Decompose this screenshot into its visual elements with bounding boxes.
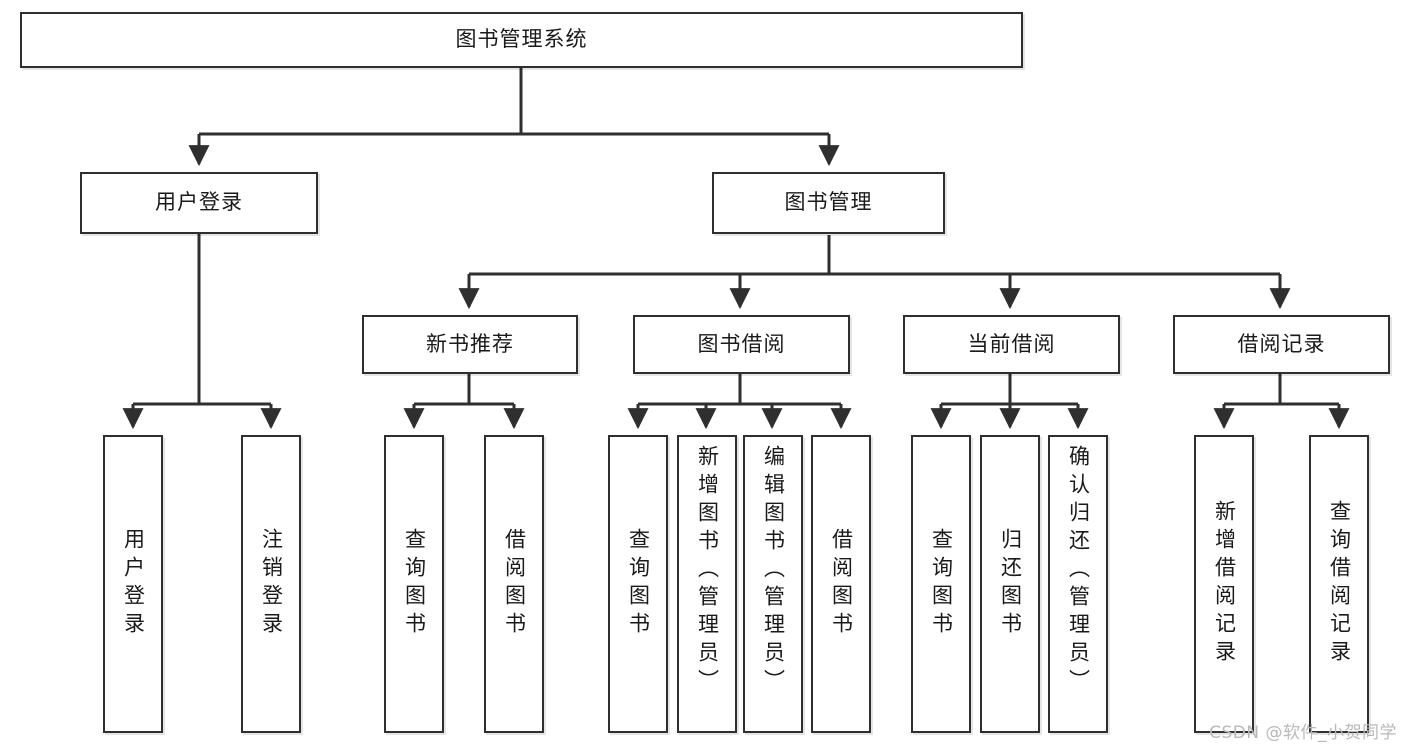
node-label: 图书借阅 — [697, 331, 786, 356]
leaf-query-book-recommend[interactable]: 查询图书 — [384, 435, 444, 733]
leaf-query-borrow-record[interactable]: 查询借阅记录 — [1309, 435, 1369, 733]
leaf-borrow-book-recommend[interactable]: 借阅图书 — [484, 435, 544, 733]
node-label: 查询图书 — [626, 528, 651, 640]
leaf-borrow-book-borrow[interactable]: 借阅图书 — [811, 435, 871, 733]
node-label: 编辑图书（管理员） — [761, 445, 786, 697]
node-book-borrow[interactable]: 图书借阅 — [633, 315, 850, 374]
leaf-confirm-return-admin[interactable]: 确认归还（管理员） — [1048, 435, 1108, 733]
leaf-user-login[interactable]: 用户登录 — [103, 435, 163, 733]
leaf-user-logout[interactable]: 注销登录 — [241, 435, 301, 733]
node-label: 新书推荐 — [426, 331, 514, 356]
node-book-manage[interactable]: 图书管理 — [712, 172, 945, 234]
node-user-login[interactable]: 用户登录 — [80, 172, 318, 234]
node-label: 查询图书 — [402, 528, 427, 640]
node-label: 用户登录 — [121, 528, 146, 640]
leaf-add-book-admin[interactable]: 新增图书（管理员） — [677, 435, 737, 733]
leaf-add-borrow-record[interactable]: 新增借阅记录 — [1194, 435, 1254, 733]
leaf-return-book[interactable]: 归还图书 — [980, 435, 1040, 733]
leaf-query-book-borrow[interactable]: 查询图书 — [608, 435, 668, 733]
node-current-borrow[interactable]: 当前借阅 — [903, 315, 1120, 374]
node-label: 图书管理系统 — [455, 27, 588, 52]
node-label: 借阅记录 — [1237, 331, 1326, 356]
node-borrow-record[interactable]: 借阅记录 — [1173, 315, 1390, 374]
node-label: 新增图书（管理员） — [695, 445, 720, 697]
node-label: 查询图书 — [929, 528, 954, 640]
node-new-book-recommend[interactable]: 新书推荐 — [362, 315, 578, 374]
leaf-query-book-current[interactable]: 查询图书 — [911, 435, 971, 733]
node-label: 注销登录 — [259, 528, 284, 640]
node-label: 查询借阅记录 — [1327, 500, 1352, 668]
node-label: 图书管理 — [784, 190, 873, 215]
node-label: 借阅图书 — [829, 528, 854, 640]
leaf-edit-book-admin[interactable]: 编辑图书（管理员） — [743, 435, 803, 733]
node-root-book-management-system[interactable]: 图书管理系统 — [20, 12, 1023, 68]
node-label: 新增借阅记录 — [1212, 500, 1237, 668]
node-label: 借阅图书 — [502, 528, 527, 640]
node-label: 当前借阅 — [967, 331, 1056, 356]
node-label: 确认归还（管理员） — [1066, 445, 1091, 697]
node-label: 用户登录 — [155, 190, 243, 215]
node-label: 归还图书 — [998, 528, 1023, 640]
